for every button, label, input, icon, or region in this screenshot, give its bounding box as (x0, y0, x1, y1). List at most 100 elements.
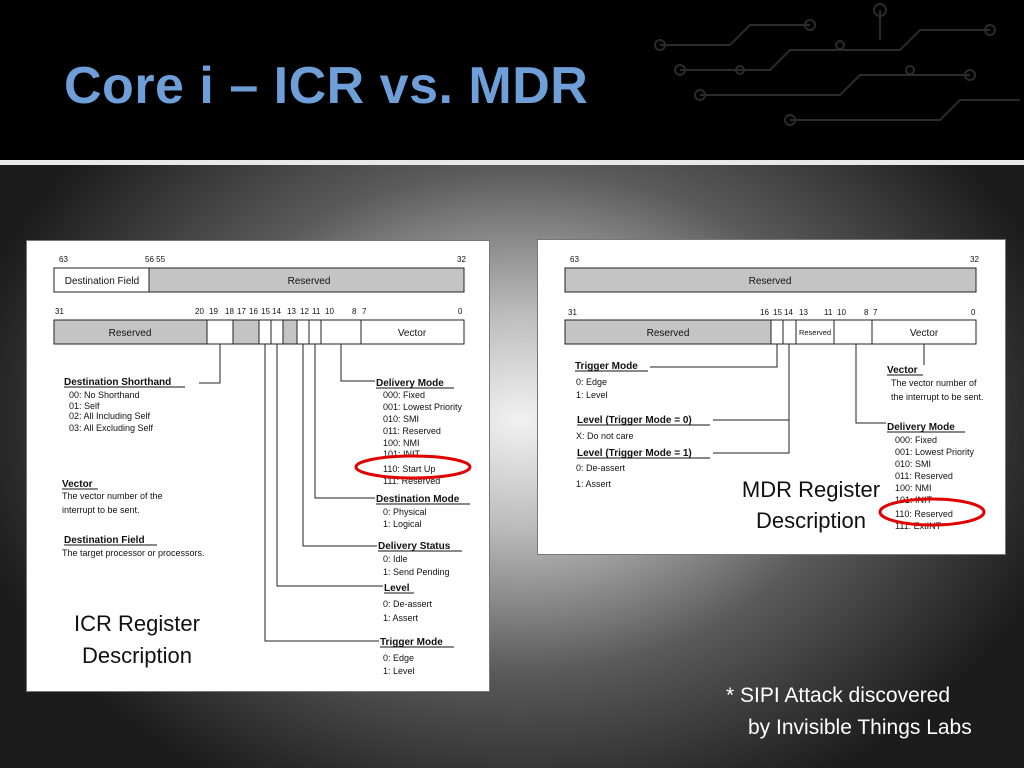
mdr-delivery-mode-title: Delivery Mode (887, 422, 955, 433)
icr-delivery-mode-cell (320, 319, 362, 345)
icr-delivery-mode-item: 010: SMI (383, 414, 419, 424)
icr-bit-12: 12 (300, 307, 309, 316)
mdr-delivery-mode-item: 100: NMI (895, 483, 932, 493)
mdr-bit-14: 14 (784, 308, 793, 317)
icr-dest-mode-item: 0: Physical (383, 507, 427, 517)
mdr-level1-title: Level (Trigger Mode = 1) (577, 448, 692, 459)
icr-bit-8: 8 (352, 307, 357, 316)
icr-bit-15: 15 (261, 307, 270, 316)
footnote-line1: * SIPI Attack discovered (726, 684, 951, 707)
icr-delivery-status-title: Delivery Status (378, 541, 451, 552)
icr-dest-field-desc: The target processor or processors. (62, 548, 205, 558)
icr-dest-shorthand-item: 02: All Including Self (69, 411, 151, 421)
mdr-delivery-mode-item: 010: SMI (895, 459, 931, 469)
icr-bit-18: 18 (225, 307, 234, 316)
icr-start-up-highlight (354, 454, 472, 480)
icr-dest-shorthand-item: 01: Self (69, 401, 100, 411)
icr-level-item: 1: Assert (383, 613, 419, 623)
mdr-bit-16: 16 (760, 308, 769, 317)
icr-delivery-mode-item: 011: Reserved (383, 426, 441, 436)
mdr-bit-32: 32 (970, 255, 979, 264)
mdr-vector-title: Vector (887, 365, 918, 376)
icr-dest-shorthand-cell (206, 319, 234, 345)
icr-delivery-mode-item: 000: Fixed (383, 390, 425, 400)
icr-bit-19: 19 (209, 307, 218, 316)
slide-title: Core i – ICR vs. MDR (64, 57, 589, 115)
mdr-reserved-small-label: Reserved (799, 328, 831, 337)
mdr-reserved-bottom-label: Reserved (647, 328, 690, 339)
icr-reserved-top-label: Reserved (288, 276, 331, 287)
icr-dest-mode-item: 1: Logical (383, 519, 422, 529)
icr-bit-20: 20 (195, 307, 204, 316)
mdr-register-diagram: 63 32 Reserved 31 16 15 14 13 11 10 8 7 … (564, 255, 986, 533)
icr-reserved-bottom-cell (53, 319, 208, 345)
icr-register-panel: 63 56 55 32 Destination Field Reserved 3… (26, 240, 490, 692)
mdr-bit-7: 7 (873, 308, 878, 317)
mdr-vector-cell (871, 319, 977, 345)
icr-vector-desc: The vector number of the (62, 491, 163, 501)
mdr-bit-63: 63 (570, 255, 579, 264)
mdr-level0-title: Level (Trigger Mode = 0) (577, 415, 692, 426)
mdr-vector-desc: the interrupt to be sent. (891, 392, 984, 402)
icr-delivery-mode-item: 101: INIT (383, 449, 421, 459)
icr-vector-label: Vector (398, 328, 427, 339)
icr-delivery-status-item: 0: Idle (383, 554, 408, 564)
mdr-bit-8: 8 (864, 308, 869, 317)
icr-bit-32: 32 (457, 255, 466, 264)
mdr-delivery-mode-item: 011: Reserved (895, 471, 953, 481)
mdr-trigger-mode-title: Trigger Mode (575, 361, 638, 372)
mdr-caption-line1: MDR Register (742, 477, 880, 502)
icr-delivery-mode-item: 001: Lowest Priority (383, 402, 463, 412)
mdr-caption-line2: Description (756, 508, 866, 533)
icr-caption-line2: Description (82, 643, 192, 668)
icr-dest-shorthand-item: 03: All Excluding Self (69, 423, 154, 433)
mdr-level0-item: X: Do not care (576, 431, 634, 441)
mdr-trigger-mode-cell (770, 319, 784, 345)
title-bar: Core i – ICR vs. MDR (0, 0, 1024, 160)
icr-trigger-mode-item: 1: Level (383, 666, 415, 676)
mdr-delivery-mode-item: 110: Reserved (895, 509, 953, 519)
mdr-delivery-mode-item: 000: Fixed (895, 435, 937, 445)
icr-dest-shorthand-item: 00: No Shorthand (69, 390, 140, 400)
icr-dest-shorthand-title: Destination Shorthand (64, 377, 171, 388)
icr-bit-31: 31 (55, 307, 64, 316)
mdr-bit-10: 10 (837, 308, 846, 317)
footnote-line2: by Invisible Things Labs (748, 716, 972, 739)
icr-reserved-13-cell (282, 319, 298, 345)
icr-vector-desc: interrupt to be sent. (62, 505, 140, 515)
icr-trigger-mode-cell (258, 319, 272, 345)
icr-dest-mode-cell (308, 319, 322, 345)
mdr-bit-13: 13 (799, 308, 808, 317)
icr-trigger-mode-item: 0: Edge (383, 653, 414, 663)
title-divider (0, 160, 1024, 165)
icr-bit-13: 13 (287, 307, 296, 316)
icr-delivery-status-item: 1: Send Pending (383, 567, 450, 577)
mdr-trigger-mode-item: 0: Edge (576, 377, 607, 387)
icr-delivery-mode-item: 110: Start Up (383, 464, 435, 474)
icr-level-title: Level (384, 583, 410, 594)
icr-reserved-top-cell (148, 267, 465, 293)
icr-destination-field-label: Destination Field (65, 276, 139, 287)
icr-vector-cell (360, 319, 465, 345)
icr-register-diagram: 63 56 55 32 Destination Field Reserved 3… (53, 255, 472, 676)
mdr-register-panel: 63 32 Reserved 31 16 15 14 13 11 10 8 7 … (537, 239, 1006, 555)
icr-delivery-mode-item: 100: NMI (383, 438, 420, 448)
circuit-decoration-icon (654, 3, 1020, 126)
mdr-reserved-bottom-cell (564, 319, 772, 345)
icr-bit-56-55: 56 55 (145, 255, 166, 264)
icr-dest-field-title: Destination Field (64, 535, 145, 546)
icr-reserved-bottom-label: Reserved (109, 328, 152, 339)
mdr-level1-item: 0: De-assert (576, 463, 626, 473)
mdr-delivery-mode-cell (833, 319, 873, 345)
icr-bit-63: 63 (59, 255, 68, 264)
footnote: * SIPI Attack discovered by Invisible Th… (726, 680, 972, 744)
mdr-bit-0: 0 (971, 308, 976, 317)
icr-delivery-status-cell (296, 319, 310, 345)
icr-bit-16: 16 (249, 307, 258, 316)
mdr-reserved-highlight (878, 497, 986, 527)
icr-vector-title: Vector (62, 479, 93, 490)
icr-bit-17: 17 (237, 307, 246, 316)
icr-delivery-mode-title: Delivery Mode (376, 378, 444, 389)
icr-bit-7: 7 (362, 307, 367, 316)
mdr-reserved-top-label: Reserved (749, 276, 792, 287)
